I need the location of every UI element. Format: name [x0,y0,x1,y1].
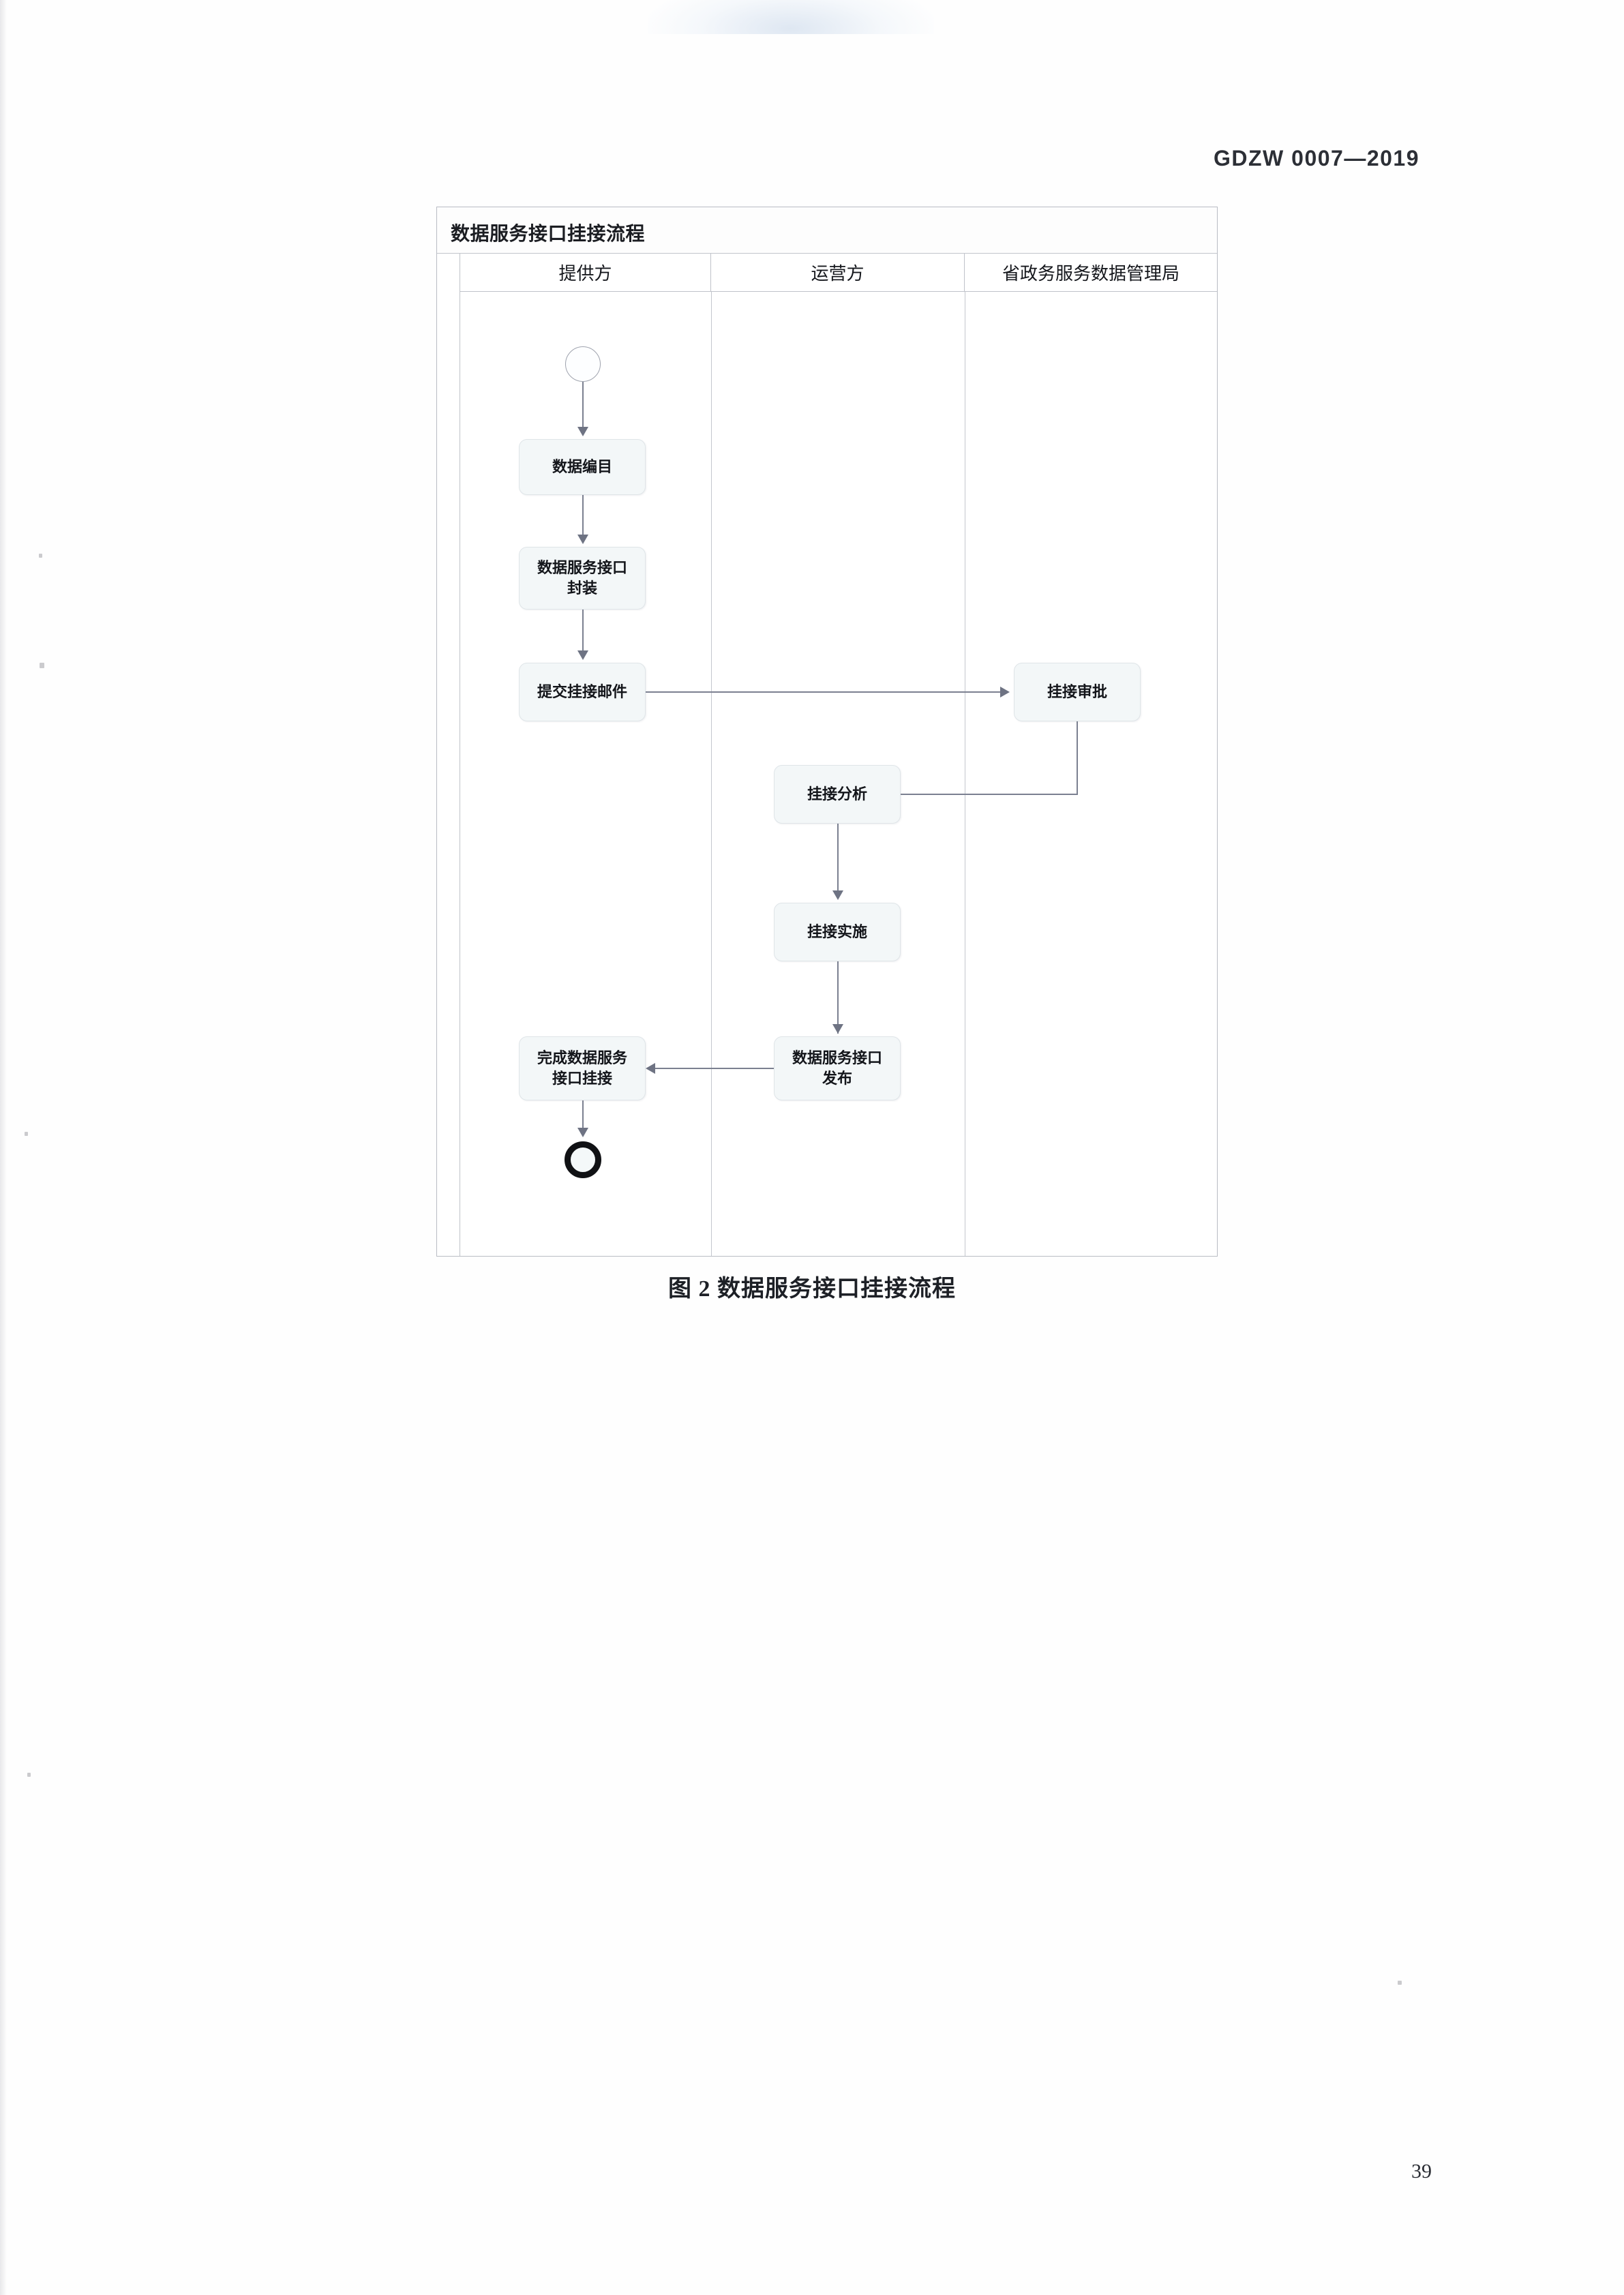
node-complete-label-line2: 接口挂接 [552,1070,612,1087]
arrowhead-publish [832,1024,843,1034]
connector-start-to-catalog [582,382,584,431]
connector-implement-to-publish [837,961,839,1034]
node-approval: 挂接审批 [1014,663,1141,721]
scan-speck [1398,1981,1402,1985]
node-analysis: 挂接分析 [774,765,901,824]
node-catalog: 数据编目 [519,439,646,495]
document-header-code: GDZW 0007—2019 [1214,146,1420,170]
node-publish-label-line2: 发布 [822,1070,852,1087]
node-analysis-label: 挂接分析 [807,785,867,803]
connector-catalog-to-encapsulate [582,495,584,540]
scan-speck [40,663,44,668]
node-publish-label-line1: 数据服务接口 [792,1049,882,1067]
lane-header-operator: 运营方 [711,254,965,291]
scan-speck [27,1773,31,1777]
node-complete-label-line1: 完成数据服务 [537,1049,627,1067]
node-encapsulate-label-line1: 数据服务接口 [537,559,627,577]
lane-divider-1 [711,292,712,1256]
node-publish: 数据服务接口 发布 [774,1036,901,1100]
node-approval-label: 挂接审批 [1047,683,1107,701]
arrowhead-complete [646,1063,655,1074]
connector-analysis-to-implement [837,824,839,896]
page-number: 39 [1411,2160,1432,2182]
arrowhead-catalog [577,427,588,436]
diagram-title: 数据服务接口挂接流程 [451,223,646,244]
arrowhead-submit-mail [577,650,588,660]
diagram-title-bar: 数据服务接口挂接流程 [437,207,1217,254]
scan-smudge [648,0,934,34]
node-catalog-label: 数据编目 [552,458,612,476]
node-implement: 挂接实施 [774,903,901,961]
arrowhead-implement [832,890,843,900]
node-encapsulate-label-line2: 封装 [567,580,597,597]
node-implement-label: 挂接实施 [807,923,867,941]
node-submit-mail-label: 提交挂接邮件 [537,683,627,701]
connector-publish-to-complete [654,1068,774,1069]
connector-encapsulate-to-submit [582,610,584,656]
connector-submit-to-approval [646,691,1003,693]
lane-header-provider: 提供方 [460,254,711,291]
node-submit-mail: 提交挂接邮件 [519,663,646,721]
end-node [565,1141,601,1178]
connector-complete-to-end [582,1100,584,1133]
arrowhead-encapsulate [577,535,588,544]
scan-speck [25,1132,28,1136]
arrowhead-end [577,1128,588,1137]
node-encapsulate: 数据服务接口 封装 [519,547,646,610]
swimlane-diagram: 数据服务接口挂接流程 提供方 运营方 省政务服务数据管理局 数据编目 数据服务接… [436,207,1218,1257]
scan-speck [39,554,42,558]
arrowhead-approval [1000,687,1010,698]
lane-header-row: 提供方 运营方 省政务服务数据管理局 [460,254,1217,292]
lane-gutter [437,254,460,1256]
node-complete: 完成数据服务 接口挂接 [519,1036,646,1100]
scan-edge-shadow [0,0,7,2295]
lane-header-bureau: 省政务服务数据管理局 [1002,263,1179,284]
start-node [565,346,601,382]
connector-approval-down [1077,721,1078,795]
figure-caption: 图 2 数据服务接口挂接流程 [668,1276,956,1302]
